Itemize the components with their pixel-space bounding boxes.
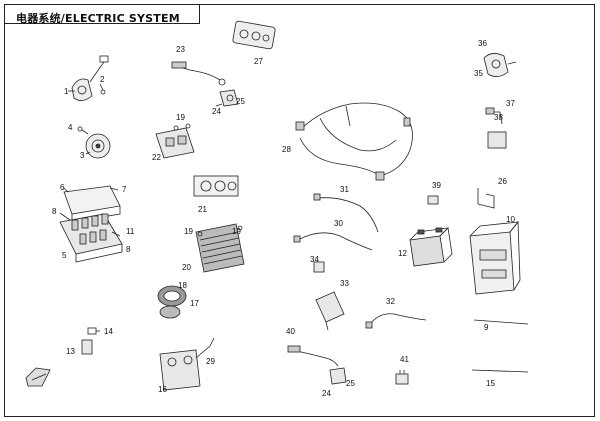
callout-35: 35	[474, 69, 483, 78]
part-battery-box	[469, 220, 521, 295]
callout-17: 17	[190, 299, 199, 308]
part-speed-sensor-cable	[171, 61, 226, 86]
callout-19: 19	[184, 227, 193, 236]
part-cable-30	[293, 232, 373, 251]
callout-21: 21	[198, 205, 207, 214]
callout-20: 20	[182, 263, 191, 272]
diagram-title: 电器系统/ELECTRIC SYSTEM	[16, 12, 180, 25]
callout-5: 5	[62, 251, 67, 260]
callout-22: 22	[152, 153, 161, 162]
callout-6: 6	[60, 183, 65, 192]
callout-16: 16	[158, 385, 167, 394]
part-cdi-unit	[155, 123, 195, 159]
part-relay-41	[395, 370, 409, 385]
callout-39: 39	[432, 181, 441, 190]
callout-31: 31	[340, 185, 349, 194]
part-relay-36	[483, 53, 517, 77]
drawing-frame	[4, 4, 595, 417]
callout-29: 29	[206, 357, 215, 366]
callout-7: 7	[122, 185, 127, 194]
callout-25: 25	[346, 379, 355, 388]
part-main-harness	[295, 102, 413, 181]
part-sensor-top	[215, 89, 239, 107]
title-block: 电器系统/ELECTRIC SYSTEM	[4, 4, 200, 25]
callout-40: 40	[286, 327, 295, 336]
part-ignition-coil	[159, 337, 215, 391]
part-relay-small	[81, 327, 100, 355]
callout-12: 12	[398, 249, 407, 258]
part-connector-plug	[25, 367, 51, 387]
callout-38: 38	[494, 113, 503, 122]
part-regulator	[195, 223, 245, 273]
callout-11: 11	[126, 227, 135, 236]
part-strap-15	[471, 369, 529, 373]
callout-37: 37	[506, 99, 515, 108]
part-speed-sensor-bottom	[287, 345, 347, 385]
part-relay-set	[193, 175, 239, 197]
part-stator-coil	[157, 285, 187, 319]
callout-9: 9	[484, 323, 489, 332]
callout-23: 23	[176, 45, 185, 54]
callout-2: 2	[100, 75, 105, 84]
part-battery	[409, 227, 453, 267]
callout-26: 26	[498, 177, 507, 186]
part-switch-cluster	[232, 20, 276, 50]
callout-25: 25	[236, 97, 245, 106]
part-bracket-26	[477, 188, 495, 209]
part-relay-34	[313, 261, 325, 273]
callout-19: 19	[176, 113, 185, 122]
callout-14: 14	[104, 327, 113, 336]
part-horn	[77, 126, 111, 159]
callout-10: 10	[506, 215, 515, 224]
callout-15: 15	[486, 379, 495, 388]
callout-30: 30	[334, 219, 343, 228]
callout-8: 8	[52, 207, 57, 216]
part-cable-31	[313, 193, 379, 233]
callout-28: 28	[282, 145, 291, 154]
part-ignition-switch	[68, 55, 109, 101]
callout-33: 33	[340, 279, 349, 288]
callout-27: 27	[254, 57, 263, 66]
callout-3: 3	[80, 151, 85, 160]
callout-24: 24	[212, 107, 221, 116]
callout-18: 18	[178, 281, 187, 290]
part-cable-32	[365, 313, 427, 329]
part-fuse-box	[59, 185, 123, 263]
callout-4: 4	[68, 123, 73, 132]
callout-24: 24	[322, 389, 331, 398]
part-relay-37	[485, 107, 507, 149]
callout-36: 36	[478, 39, 487, 48]
callout-19: 19	[232, 227, 241, 236]
callout-34: 34	[310, 255, 319, 264]
callout-8: 8	[126, 245, 131, 254]
callout-41: 41	[400, 355, 409, 364]
part-flasher-relay	[315, 291, 345, 331]
callout-32: 32	[386, 297, 395, 306]
part-fuse-39	[427, 195, 439, 205]
callout-13: 13	[66, 347, 75, 356]
callout-1: 1	[64, 87, 69, 96]
part-strap-9	[473, 319, 529, 325]
